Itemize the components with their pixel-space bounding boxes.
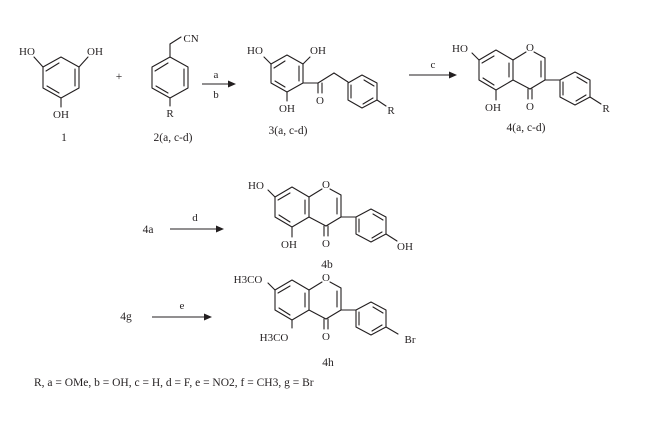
compound-3-label: 3(a, c-d) xyxy=(269,125,308,137)
atom-label: O xyxy=(526,42,534,54)
compound-4-label: 4(a, c-d) xyxy=(507,122,546,134)
atom-label: R xyxy=(166,108,174,120)
reactant-4a: 4a xyxy=(143,224,154,236)
substituent-legend: R, a = OMe, b = OH, c = H, d = F, e = NO… xyxy=(34,377,314,389)
atom-label: R xyxy=(387,105,395,117)
compound-1-label: 1 xyxy=(61,132,67,144)
compound-4b-structure: HO O OH O OH xyxy=(248,179,413,253)
atom-label: HO xyxy=(452,43,468,55)
arrow-label-a: a xyxy=(214,69,219,81)
arrow-label-d: d xyxy=(192,212,198,224)
atom-label: O xyxy=(322,272,330,284)
atom-label: HO xyxy=(19,46,35,58)
atom-label: CN xyxy=(183,33,198,45)
compound-4h-structure: H3CO O H3CO O Br xyxy=(234,272,416,346)
compound-4b-label: 4b xyxy=(321,259,333,271)
atom-label: OH xyxy=(310,45,326,57)
compound-1-structure: HO OH OH xyxy=(19,46,103,121)
arrow-label-b: b xyxy=(213,89,219,101)
compound-4h-label: 4h xyxy=(322,357,334,369)
atom-label: OH xyxy=(279,103,295,115)
reaction-arrow-ab: a b xyxy=(202,69,236,101)
atom-label: O xyxy=(526,101,534,113)
plus-sign: + xyxy=(116,71,123,83)
atom-label: O xyxy=(316,95,324,107)
reactant-4g: 4g xyxy=(120,311,132,323)
atom-label: H3CO xyxy=(260,332,289,344)
atom-label: Br xyxy=(405,334,416,346)
atom-label: OH xyxy=(485,102,501,114)
atom-label: OH xyxy=(281,239,297,251)
arrow-label-c: c xyxy=(431,59,436,71)
atom-label: HO xyxy=(247,45,263,57)
reaction-arrow-c: c xyxy=(409,59,457,79)
atom-label: HO xyxy=(248,180,264,192)
atom-label: OH xyxy=(87,46,103,58)
reaction-arrow-d: d xyxy=(170,212,224,233)
atom-label: O xyxy=(322,331,330,343)
compound-3-structure: HO OH OH O R xyxy=(247,45,395,117)
atom-label: OH xyxy=(397,241,413,253)
reaction-arrow-e: e xyxy=(152,300,212,321)
atom-label: O xyxy=(322,179,330,191)
compound-2-structure: CN R xyxy=(151,33,199,120)
compound-4-structure: HO O OH O R xyxy=(452,42,610,115)
atom-label: O xyxy=(322,238,330,250)
atom-label: OH xyxy=(53,109,69,121)
compound-2-label: 2(a, c-d) xyxy=(154,132,193,144)
arrow-label-e: e xyxy=(180,300,185,312)
atom-label: H3CO xyxy=(234,274,263,286)
atom-label: R xyxy=(602,103,610,115)
